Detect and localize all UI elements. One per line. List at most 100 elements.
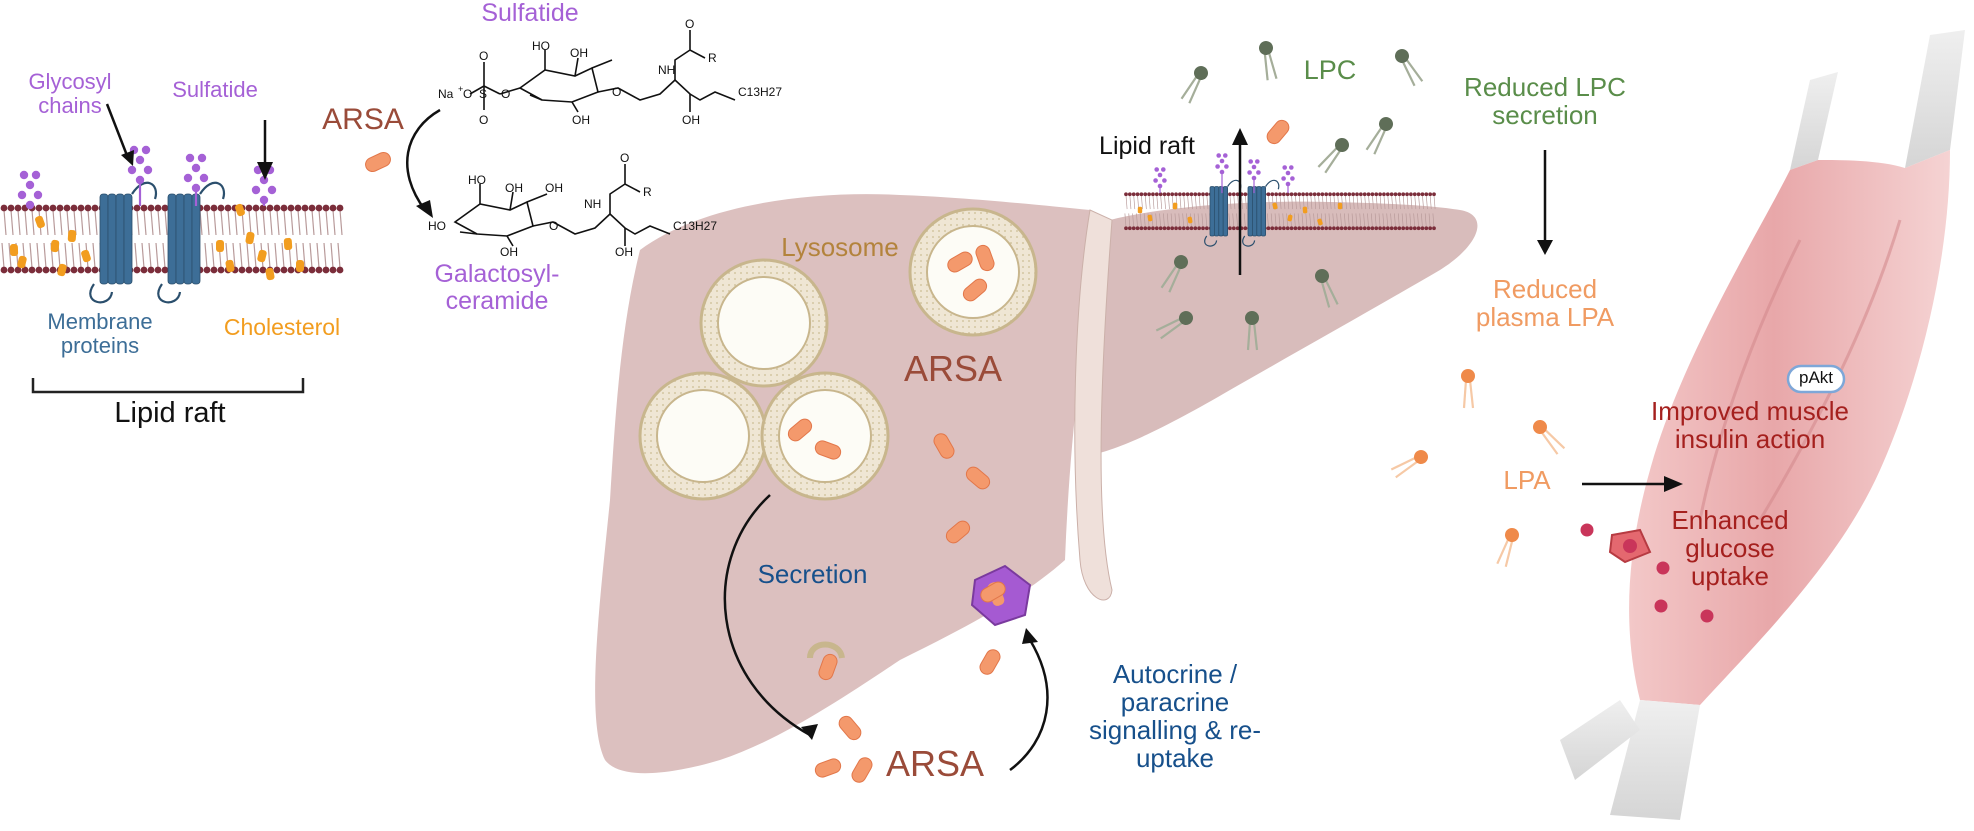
- cholesterol-icon: [265, 267, 275, 281]
- lipid-tail: [1194, 195, 1197, 210]
- lipid-tail: [94, 209, 98, 236]
- lipid-tail: [1236, 213, 1238, 228]
- lipid-tail: [1390, 456, 1418, 471]
- lipid-tail: [1367, 213, 1369, 228]
- lipid-tail: [1401, 213, 1404, 228]
- lipid-head: [1366, 226, 1371, 231]
- lipid-head: [238, 266, 246, 274]
- lipid-head: [259, 204, 267, 212]
- cholesterol-icon: [50, 239, 60, 253]
- glycosyl-unit: [1256, 170, 1261, 175]
- lipid-head: [1416, 192, 1421, 197]
- arsa-enzyme-icon: [945, 520, 971, 544]
- lipid-head: [154, 204, 162, 212]
- label-lipid-raft-right: Lipid raft: [1099, 132, 1195, 160]
- lipid-head: [1201, 192, 1205, 197]
- lipid-tail: [1179, 195, 1182, 210]
- lipid-tail: [206, 209, 210, 236]
- arrow-reuptake-head: [1022, 628, 1038, 644]
- lipid-head: [1278, 192, 1282, 197]
- arrow-arsa-conversion-head: [416, 200, 433, 218]
- lipid-head: [1409, 226, 1413, 231]
- lipid-raft-membrane-right: [1124, 153, 1436, 247]
- label-lysosome: Lysosome: [781, 232, 899, 262]
- lipid-tail: [1424, 213, 1427, 228]
- chem-galcer-text: HO OH OH HO OH O NH O R OH C13H27: [428, 151, 717, 259]
- lipid-head: [1278, 226, 1282, 231]
- glycosyl-unit: [1153, 178, 1158, 183]
- chem-nh-2: NH: [584, 197, 601, 211]
- lipid-head: [1127, 192, 1132, 197]
- lipid-tail: [1414, 195, 1417, 210]
- lipid-head: [1162, 226, 1167, 231]
- lipid-head: [1193, 226, 1198, 231]
- lipid-tail: [1252, 321, 1259, 351]
- lipid-head: [1158, 226, 1163, 231]
- lipid-head: [1362, 226, 1367, 231]
- arsa-enzymes: [365, 119, 1290, 783]
- lipid-head: [1324, 226, 1329, 231]
- lipid-tail: [1232, 213, 1235, 228]
- label-lipid-raft-left: Lipid raft: [114, 397, 226, 429]
- cholesterol-icon: [245, 231, 255, 245]
- lipid-tail: [1382, 213, 1385, 228]
- lipid-tail: [1333, 195, 1336, 210]
- lipid-tail: [1178, 213, 1181, 228]
- lipid-tail: [1263, 52, 1269, 81]
- lipid-tail: [59, 209, 63, 236]
- membrane-protein-icon: [1247, 186, 1253, 237]
- chem-oh-2: OH: [572, 113, 590, 127]
- glycosyl-unit: [25, 180, 35, 190]
- lipid-head: [336, 204, 344, 212]
- lipid-head: [1428, 226, 1433, 231]
- cholesterol-icon: [283, 237, 293, 251]
- lipid-headgroup: [1395, 49, 1409, 63]
- lipid-head: [1162, 192, 1167, 197]
- lipid-tail: [1329, 195, 1332, 210]
- lipid-tail: [1397, 213, 1400, 228]
- arrow-secretion-head: [801, 724, 818, 740]
- arrow-secretion: [723, 494, 811, 737]
- lipid-tail: [1421, 213, 1423, 228]
- lipid-tail: [1425, 195, 1428, 210]
- lipid-head: [329, 204, 337, 212]
- lipid-head: [7, 204, 15, 212]
- lipid-head: [1339, 192, 1344, 197]
- lipid-tail: [232, 242, 236, 269]
- lipid-head: [1154, 192, 1159, 197]
- lipid-tail: [1340, 213, 1342, 228]
- lipid-tail: [1324, 148, 1342, 174]
- lipid-tail: [1341, 195, 1344, 210]
- lipid-tail: [1302, 195, 1305, 210]
- label-pakt: pAkt: [1798, 368, 1834, 387]
- lipid-head: [35, 204, 43, 212]
- lipid-head: [1312, 226, 1317, 231]
- lipid-raft-membrane-left: [0, 145, 344, 304]
- lipid-head: [1382, 192, 1386, 197]
- glycosyl-unit: [197, 153, 207, 163]
- label-lpc: LPC: [1303, 55, 1357, 85]
- cholesterol-icon: [17, 255, 27, 269]
- lipid-tail: [1128, 213, 1131, 228]
- lipid-head: [1166, 226, 1171, 231]
- lipid-head: [224, 204, 232, 212]
- lipid-head: [1409, 192, 1413, 197]
- cholesterol-icon: [296, 260, 304, 272]
- arsa-enzyme-icon: [814, 758, 842, 778]
- chem-o-1: O: [463, 87, 472, 101]
- membrane-protein-icon: [1209, 186, 1215, 237]
- lipid-tail: [311, 209, 315, 236]
- lipid-tail: [211, 242, 215, 269]
- lipid-tail: [1324, 213, 1327, 228]
- arsa-enzyme-icon: [933, 433, 955, 459]
- lipid-head: [1293, 226, 1298, 231]
- lpa-molecule-icon: [1533, 420, 1566, 455]
- lipid-tail: [1166, 213, 1169, 228]
- arrow-glycosyl-head: [121, 150, 134, 166]
- lipid-head: [133, 204, 141, 212]
- lipid-tail: [1193, 213, 1196, 228]
- lipid-head: [1343, 226, 1348, 231]
- lipid-head: [1231, 226, 1236, 231]
- lipid-head: [1131, 192, 1136, 197]
